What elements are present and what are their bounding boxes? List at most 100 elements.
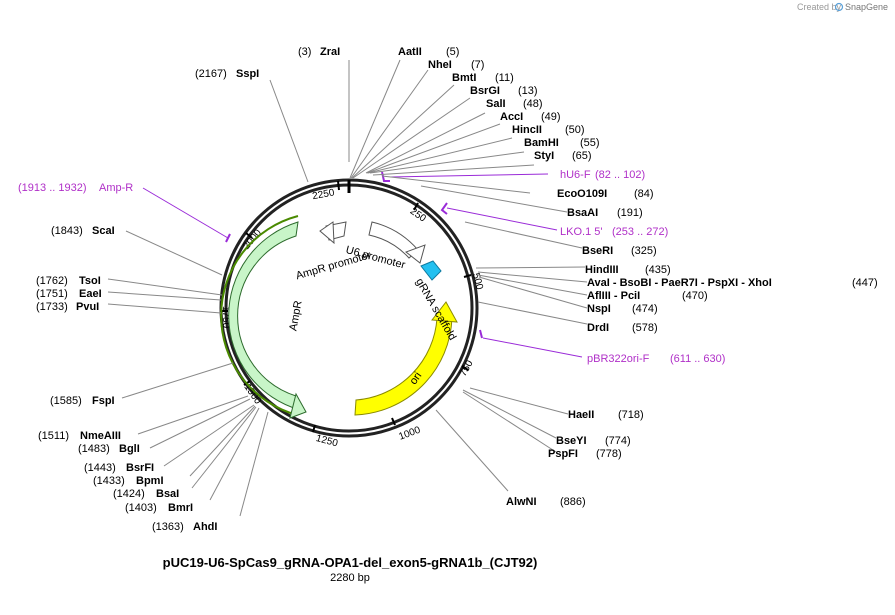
enzyme-name: NmeAIII [80,430,121,442]
enzyme-pos: (84) [634,188,654,200]
enzyme-name: EcoO109I [557,188,607,200]
ampr-arrowhead [289,392,307,419]
enzyme-name: AlwNI [506,496,537,508]
primer-labels: hU6-F (82 .. 102) LKO.1 5' (253 .. 272) … [18,169,725,365]
primer-range: (82 .. 102) [595,169,645,181]
enzyme-pos: (1733) [36,301,68,313]
enzyme-pos: (1511) [38,430,69,442]
primer-name: hU6-F [560,169,591,181]
enzyme-pos: (48) [523,98,543,110]
primer-name: Amp-R [99,182,133,194]
enzyme-name: AatII [398,46,422,58]
enzyme-name: BmtI [452,72,476,84]
primer-range: (611 .. 630) [670,353,725,365]
enzyme-pos: (325) [631,245,657,257]
ampr-outline-arc [220,215,299,416]
enzyme-pos: (65) [572,150,592,162]
enzyme-pos: (435) [645,264,671,276]
enzyme-labels: (3) ZraI AatII (5) NheI (7) BmtI (11) Bs… [36,46,878,533]
enzyme-name: PspFI [548,448,578,460]
enzyme-pos: (55) [580,137,600,149]
brand-name: SnapGene [845,2,888,12]
tick-label: 250 [408,206,428,225]
enzyme-pos: (474) [632,303,658,315]
enzyme-pos: (1424) [113,488,145,500]
enzyme-pos: (191) [617,207,643,219]
enzyme-name: AhdI [193,521,217,533]
primer-name: pBR322ori-F [587,353,650,365]
enzyme-name: BsrGI [470,85,500,97]
enzyme-name: SspI [236,68,259,80]
u6-promoter-label: U6 promoter [344,244,406,272]
enzyme-pos: (1363) [152,521,184,533]
enzyme-pos: (470) [682,290,708,302]
enzyme-pos: (774) [605,435,631,447]
enzyme-pos: (1403) [125,502,157,514]
enzyme-pos: (13) [518,85,538,97]
enzyme-name: BseYI [556,435,587,447]
enzyme-pos: (578) [632,322,658,334]
enzyme-pos: (886) [560,496,586,508]
enzyme-pos: (1443) [84,462,116,474]
enzyme-pos: (718) [618,409,644,421]
enzyme-name: SalI [486,98,506,110]
enzyme-pos: (1762) [36,275,68,287]
enzyme-name: HindIII [585,264,619,276]
enzyme-pos: (7) [471,59,484,71]
ampr-label: AmpR [287,300,304,332]
enzyme-pos: (5) [446,46,459,58]
ampr-promoter-arrowhead [319,221,335,245]
enzyme-leaders [107,59,588,517]
enzyme-name: StyI [534,150,554,162]
enzyme-name: PvuI [76,301,99,313]
enzyme-name: BmrI [168,502,193,514]
enzyme-name: DrdI [587,322,609,334]
tick-label: 500 [470,272,485,291]
tick-label: 1000 [397,425,422,443]
enzyme-name: ZraI [320,46,340,58]
enzyme-pos: (447) [852,277,878,289]
enzyme-pos: (11) [495,72,514,84]
enzyme-pos: (1483) [78,443,110,455]
enzyme-name: HaeII [568,409,594,421]
enzyme-name: BsaAI [567,207,598,219]
enzyme-pos: (1843) [51,225,83,237]
plasmid-title: pUC19-U6-SpCas9_gRNA-OPA1-del_exon5-gRNA… [163,555,538,570]
tick-label: 1750 [220,306,231,329]
enzyme-name: NspI [587,303,611,315]
enzyme-name: EaeI [79,288,102,300]
enzyme-pos: (50) [565,124,585,136]
enzyme-name: BglI [119,443,140,455]
enzyme-name: BpmI [136,475,164,487]
enzyme-pos: (3) [298,46,311,58]
enzyme-name: AvaI - BsoBI - PaeR7I - PspXI - XhoI [587,277,772,289]
u6-promoter-arrowhead [404,244,426,264]
enzyme-name: NheI [428,59,452,71]
primer-range: (253 .. 272) [612,226,668,238]
primer-name: LKO.1 5' [560,226,602,238]
plasmid-length: 2280 bp [330,572,370,584]
enzyme-name: BamHI [524,137,559,149]
ori-feature [354,317,453,416]
primer-leaders [142,173,583,358]
grna-scaffold-feature [420,260,442,281]
enzyme-pos: (49) [541,111,561,123]
enzyme-name: FspI [92,395,115,407]
enzyme-name: AflIII - PciI [587,290,640,302]
ori-arrowhead [431,301,458,323]
enzyme-name: TsoI [79,275,101,287]
enzyme-name: BseRI [582,245,613,257]
enzyme-pos: (1433) [93,475,125,487]
brand-created-by: Created by [797,2,842,12]
enzyme-name: ScaI [92,225,115,237]
enzyme-pos: (1585) [50,395,82,407]
enzyme-pos: (778) [596,448,622,460]
primer-range: (1913 .. 1932) [18,182,87,194]
enzyme-pos: (1751) [36,288,68,300]
tick-label: 2250 [312,187,336,202]
enzyme-name: HincII [512,124,542,136]
enzyme-name: AccI [500,111,523,123]
ori-label: ori [407,370,424,387]
